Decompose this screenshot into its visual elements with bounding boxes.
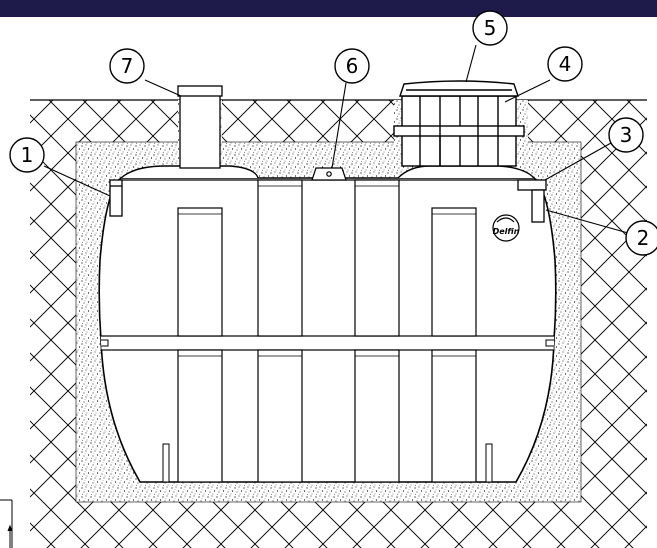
callout-number: 4	[559, 52, 572, 76]
callout-number: 7	[121, 54, 134, 78]
callout-number: 6	[346, 54, 359, 78]
upper-ribs	[177, 179, 477, 337]
callout-leaders	[43, 44, 629, 234]
callout-4: 4	[547, 46, 583, 82]
callout-number: 2	[637, 226, 650, 250]
bottom-post-right	[485, 443, 493, 483]
dimension-indicator	[0, 499, 13, 548]
callout-1: 1	[9, 137, 45, 173]
outlet-pipe	[517, 179, 547, 223]
lower-ribs	[177, 349, 477, 482]
access-shaft	[393, 95, 525, 167]
callout-number: 1	[21, 143, 34, 167]
vent-riser	[177, 85, 223, 169]
access-lid	[399, 80, 519, 97]
tank-body	[98, 177, 557, 483]
upper-rib-caps	[178, 185, 476, 215]
header-bar	[0, 0, 657, 17]
inlet-pipe	[109, 179, 123, 217]
callout-6: 6	[334, 48, 370, 84]
callout-number: 5	[484, 16, 497, 40]
right-dome	[397, 165, 535, 179]
tank-ribs-group	[99, 179, 556, 482]
callout-5: 5	[472, 10, 508, 46]
callout-7: 7	[109, 48, 145, 84]
delfin-logo: Delfin	[492, 214, 520, 242]
callout-2: 2	[625, 220, 657, 256]
seam-band	[99, 335, 556, 351]
seam-notches	[99, 339, 556, 347]
bottom-post-left	[162, 443, 170, 483]
small-top-port	[311, 167, 347, 181]
logo-text: Delfin	[493, 227, 520, 236]
callouts: 1 2 3 4 5 6 7	[9, 10, 657, 256]
callout-number: 3	[620, 123, 633, 147]
callout-3: 3	[608, 117, 644, 153]
